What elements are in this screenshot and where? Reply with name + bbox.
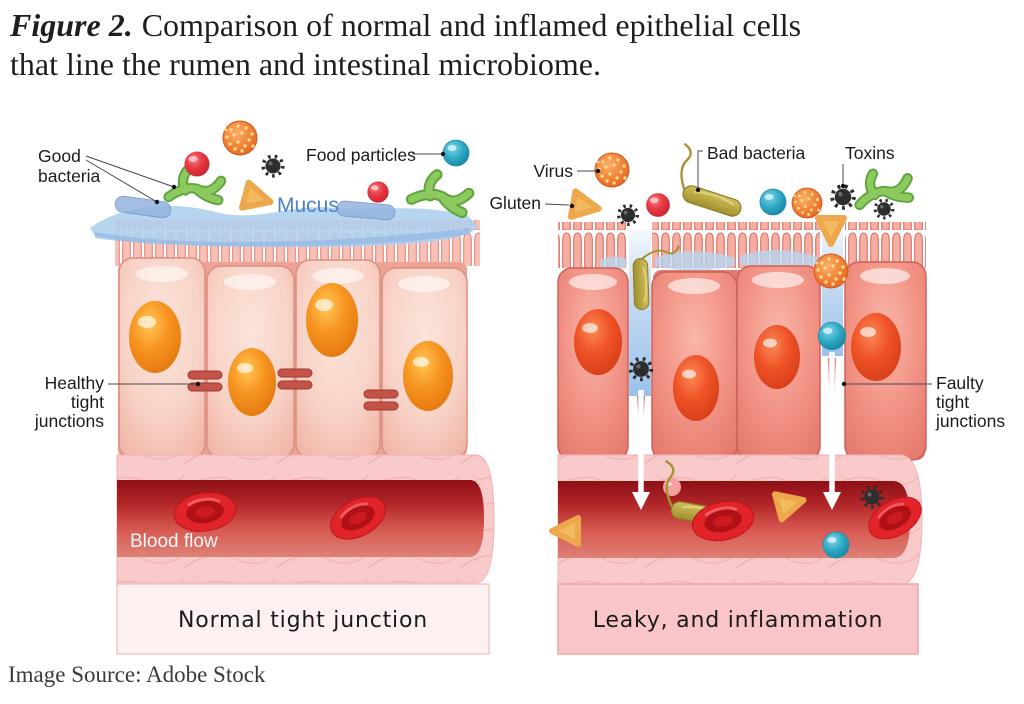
mucus-remnant [600, 250, 818, 271]
image-source: Image Source: Adobe Stock [8, 662, 266, 687]
nucleus [754, 325, 800, 389]
healthy-tj-label: Healthy [45, 373, 105, 393]
healthy-tj-label: tight [71, 392, 104, 412]
virus-icon [594, 152, 630, 188]
virus-icon [791, 187, 823, 219]
gluten-label: Gluten [489, 193, 541, 213]
food-particle-icon [759, 188, 787, 216]
virus-icon [813, 253, 849, 289]
toxin-icon [616, 203, 640, 227]
food-particle-icon [822, 531, 850, 559]
epithelium-normal [118, 257, 468, 459]
red-particle-icon [367, 181, 389, 203]
mucus-layer [90, 195, 478, 248]
toxins-label: Toxins [845, 143, 895, 163]
nucleus [228, 348, 276, 416]
leak-arrow-icon [632, 390, 650, 510]
food-particle-icon [817, 321, 847, 351]
pointer-line [85, 155, 175, 188]
toxin-icon [261, 154, 285, 178]
caption-box-normal [116, 583, 490, 655]
good-bacteria-label: bacteria [38, 166, 101, 186]
blood-vessel [552, 454, 930, 586]
caption-box-leaky [557, 583, 919, 655]
nucleus [306, 283, 358, 357]
gluten-icon [571, 191, 601, 221]
virus-icon [222, 120, 258, 156]
nucleus [574, 309, 622, 375]
mucus-bacteria-icon [336, 200, 396, 221]
blood-flow-label: Blood flow [130, 531, 218, 552]
epithelium-inflamed [557, 261, 927, 461]
nucleus [673, 355, 719, 421]
healthy-tj-label: junctions [34, 411, 104, 431]
virus-label: Virus [533, 161, 573, 181]
leak-arrow-icon [823, 352, 841, 510]
villi [845, 222, 926, 268]
pointer-line [697, 150, 703, 188]
figure-title-text: Comparison of normal and inflamed epithe… [141, 7, 802, 43]
faulty-tj-label: Faulty [936, 373, 984, 393]
pointer-line [85, 159, 158, 203]
figure-number: Figure 2. [10, 7, 133, 43]
right-panel: Leaky, and inflammation Virus Gluten Bad… [489, 142, 1005, 655]
pointer-line [544, 203, 570, 206]
good-bacteria-icon [411, 172, 471, 213]
nucleus [403, 341, 453, 411]
mucus-label: Mucus [277, 194, 339, 217]
toxin-icon [873, 198, 895, 220]
figure-title-line2: that line the rumen and intestinal micro… [10, 46, 601, 82]
nucleus [851, 313, 901, 381]
faulty-tj-label: junctions [935, 411, 1005, 431]
food-particle-icon [442, 139, 470, 167]
red-particle-icon [184, 151, 210, 177]
faulty-tj-label: tight [936, 392, 969, 412]
nucleus [129, 301, 181, 373]
bad-bacteria-label: Bad bacteria [707, 143, 806, 163]
gluten-icon [552, 518, 578, 544]
good-bacteria-label: Good [38, 146, 81, 166]
caption-normal: Normal tight junction [178, 608, 428, 633]
left-panel: Blood flow Normal tight junction Good ba… [34, 120, 495, 655]
food-particles-label: Food particles [306, 145, 416, 165]
blood-vessel: Blood flow [116, 454, 495, 584]
gluten-icon [242, 183, 274, 215]
figure-title: Figure 2.Comparison of normal and inflam… [10, 6, 1015, 84]
red-particle-icon [646, 193, 670, 217]
caption-leaky: Leaky, and inflammation [593, 608, 884, 633]
toxin-icon [830, 184, 856, 210]
